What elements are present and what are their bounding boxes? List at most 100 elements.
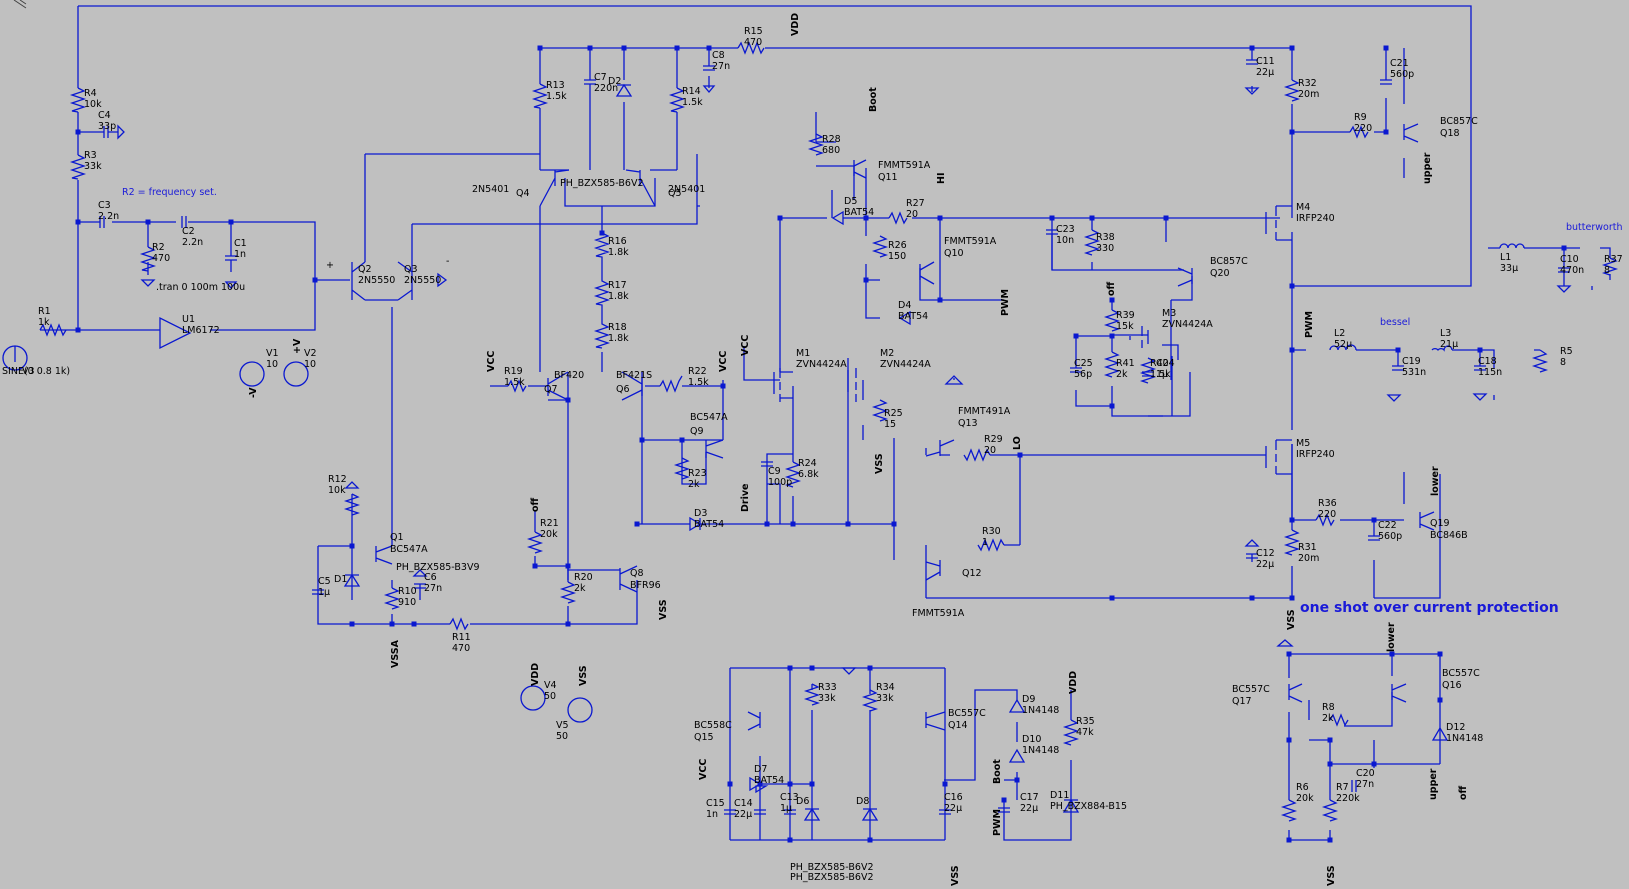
value-c16: 22µ <box>944 803 962 814</box>
capacitor-icon <box>754 809 766 815</box>
junction-dot <box>75 129 81 135</box>
bjt-icon <box>919 261 935 285</box>
net-label-upper-q18: upper <box>1422 152 1433 184</box>
junction-dot <box>777 215 783 221</box>
resistor-zigzag-icon <box>526 531 544 554</box>
ref-m3: M3 <box>1162 308 1176 319</box>
value-c5: 1µ <box>318 587 330 598</box>
ref-m4: M4 <box>1296 202 1310 213</box>
resistor-zigzag-icon <box>559 581 577 604</box>
ref-r36: R36 <box>1318 498 1337 509</box>
capacitor-icon <box>99 216 105 228</box>
voltage-source-icon <box>283 361 309 387</box>
resistor-zigzag-icon <box>383 587 401 610</box>
junction-dot <box>634 521 640 527</box>
value-q14: BC557C <box>948 708 986 719</box>
diode-icon <box>898 310 911 326</box>
net-label-drive: Drive <box>740 484 751 512</box>
junction-dot <box>1477 347 1483 353</box>
value-q15: BC558C <box>694 720 732 731</box>
ref-r25: R25 <box>884 408 903 419</box>
ref-c19: C19 <box>1402 356 1421 367</box>
ref-d12: D12 <box>1446 722 1465 733</box>
zener-part-d6: PH_BZX585-B6V2 <box>790 862 873 873</box>
cursor-icon <box>13 0 27 9</box>
junction-dot <box>621 45 627 51</box>
value-r40: 1.5k <box>1150 369 1171 380</box>
junction-dot <box>1109 333 1115 339</box>
net-label-hi: HI <box>936 173 947 185</box>
resistor-zigzag-icon <box>39 323 67 337</box>
net-label-vdd-top: VDD <box>790 13 801 36</box>
ref-q17: Q17 <box>1232 696 1252 707</box>
value-c21: 560p <box>1390 69 1414 80</box>
ground-icon <box>140 279 156 287</box>
value-r7: 220k <box>1336 793 1360 804</box>
ref-c2: C2 <box>182 226 195 237</box>
value-q13: FMMT491A <box>958 406 1011 417</box>
ref-r7: R7 <box>1336 782 1349 793</box>
value-c10: 470n <box>1560 265 1584 276</box>
value-r20: 2k <box>574 583 586 594</box>
value-q19: BC846B <box>1430 530 1468 541</box>
ref-d3: D3 <box>694 508 707 519</box>
value-v5: 50 <box>556 731 568 742</box>
value-c14: 22µ <box>734 809 752 820</box>
junction-dot <box>1286 837 1292 843</box>
value-q20: BC857C <box>1210 256 1248 267</box>
ref-r19: R19 <box>504 366 523 377</box>
value-r26: 150 <box>888 251 906 262</box>
value-v1: 10 <box>266 359 278 370</box>
diode-icon <box>749 776 762 792</box>
ref-c21: C21 <box>1390 58 1409 69</box>
junction-dot <box>790 521 796 527</box>
ref-q1: Q1 <box>390 532 404 543</box>
resistor-zigzag-icon <box>139 246 157 272</box>
capacitor-icon <box>584 79 596 94</box>
ref-r32: R32 <box>1298 78 1317 89</box>
ref-q19: Q19 <box>1430 518 1450 529</box>
value-r27: 20 <box>906 209 918 220</box>
ref-c3: C3 <box>98 200 111 211</box>
ref-q10: Q10 <box>944 248 964 259</box>
bjt-icon <box>925 560 941 581</box>
junction-dot <box>565 563 571 569</box>
value-c9: 100p <box>768 477 792 488</box>
voltage-source-icon <box>2 345 28 371</box>
ref-r15: R15 <box>744 26 763 37</box>
ref-q11: Q11 <box>878 172 898 183</box>
ref-l2: L2 <box>1334 328 1345 339</box>
note-frequency-set: R2 = frequency set. <box>122 187 217 198</box>
capacitor-icon <box>312 589 324 595</box>
net-label-vss-r31: VSS <box>1286 609 1297 630</box>
ref-c13: C13 <box>780 792 799 803</box>
bjt-icon <box>1403 123 1419 143</box>
value-m1: ZVN4424A <box>796 359 847 370</box>
junction-dot <box>312 277 318 283</box>
bjt-icon <box>853 159 867 179</box>
zener-part-d2: PH_BZX585-B6V2 <box>560 178 643 189</box>
value-r39: 15k <box>1116 321 1134 332</box>
ref-r21: R21 <box>540 518 559 529</box>
resistor-zigzag-icon <box>69 154 87 180</box>
capacitor-icon <box>998 807 1010 813</box>
net-label-off-r39: off <box>1106 281 1117 296</box>
net-label-vss-bottom: VSS <box>950 865 961 886</box>
value-l2: 52µ <box>1334 339 1352 350</box>
diode-icon <box>755 785 769 794</box>
ref-d11: D11 <box>1050 790 1069 801</box>
capacitor-icon <box>1351 780 1357 792</box>
symbols <box>2 41 1619 822</box>
value-r16: 1.8k <box>608 247 629 258</box>
inductor-icon <box>1431 345 1453 352</box>
value-d12: 1N4148 <box>1446 733 1483 744</box>
ground-icon <box>117 124 125 140</box>
junctions <box>75 45 1567 843</box>
value-c1: 1n <box>234 249 246 260</box>
junction-dot <box>679 437 685 443</box>
net-label-lo: LO <box>1012 436 1023 450</box>
value-d9: 1N4148 <box>1022 705 1059 716</box>
ref-d6: D6 <box>796 796 809 807</box>
capacitor-icon <box>703 65 715 71</box>
